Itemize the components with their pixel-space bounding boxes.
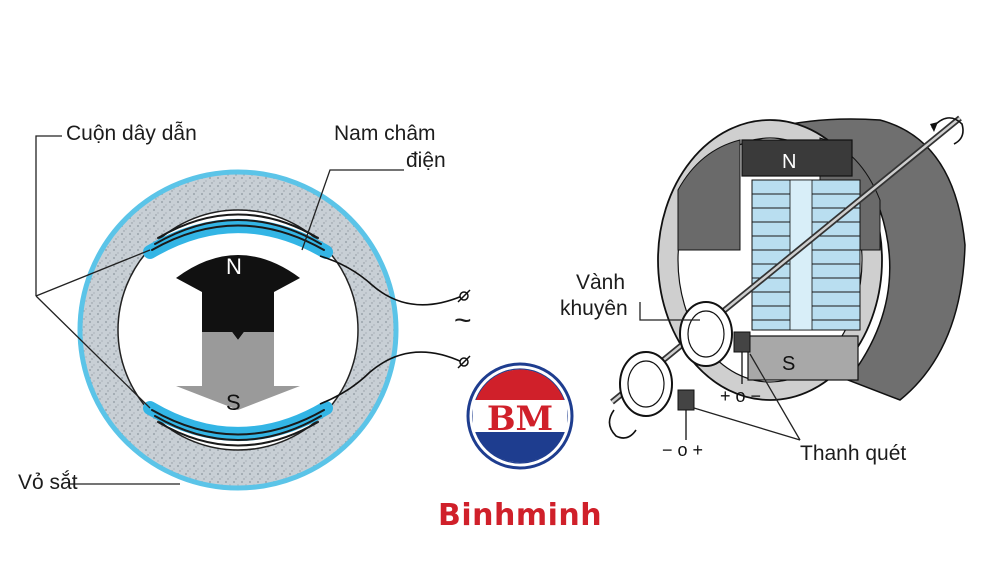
terminal-lower [457,355,471,369]
label-electromagnet-2: điện [406,149,446,172]
pole-n-right: N [782,151,796,173]
leader-lines-left [35,135,404,485]
label-iron-shell: Vỏ sắt [18,471,78,494]
label-brush: Thanh quét [800,442,907,465]
magnet-south [176,332,300,410]
rotation-arrow-bottom [608,409,637,439]
brush-lower [677,389,695,411]
wire-upper [319,255,463,306]
label-ring-1: Vành [576,271,626,294]
label-ring-2: khuyên [560,297,628,320]
slip-rings [619,301,733,417]
rotation-arrow-top [931,117,964,145]
label-electromagnet-1: Nam châm [334,122,436,145]
terminal-label-lower: − o + [662,440,703,460]
pole-block-north [741,139,853,177]
wire-lower [319,351,463,405]
rotor-coil [751,179,861,331]
magnet-north [176,255,300,340]
right-generator: N S [608,115,966,460]
pole-s-right: S [782,353,795,375]
lower-coil [143,401,333,447]
pole-n-left: N [226,254,242,279]
brush-upper [733,331,751,353]
left-generator: N S [35,135,471,491]
terminal-upper [457,289,471,303]
logo-initials: BM [487,399,553,439]
label-ac-symbol: ~ [454,304,472,337]
binhminh-logo: BM [466,362,574,470]
label-coil: Cuộn dây dẫn [66,122,197,145]
pole-block-south [747,335,859,381]
leader-lines-right [639,302,801,441]
terminal-label-upper: + o − [720,386,761,406]
pole-s-left: S [226,390,241,415]
brand-name: Binhminh [438,498,603,533]
